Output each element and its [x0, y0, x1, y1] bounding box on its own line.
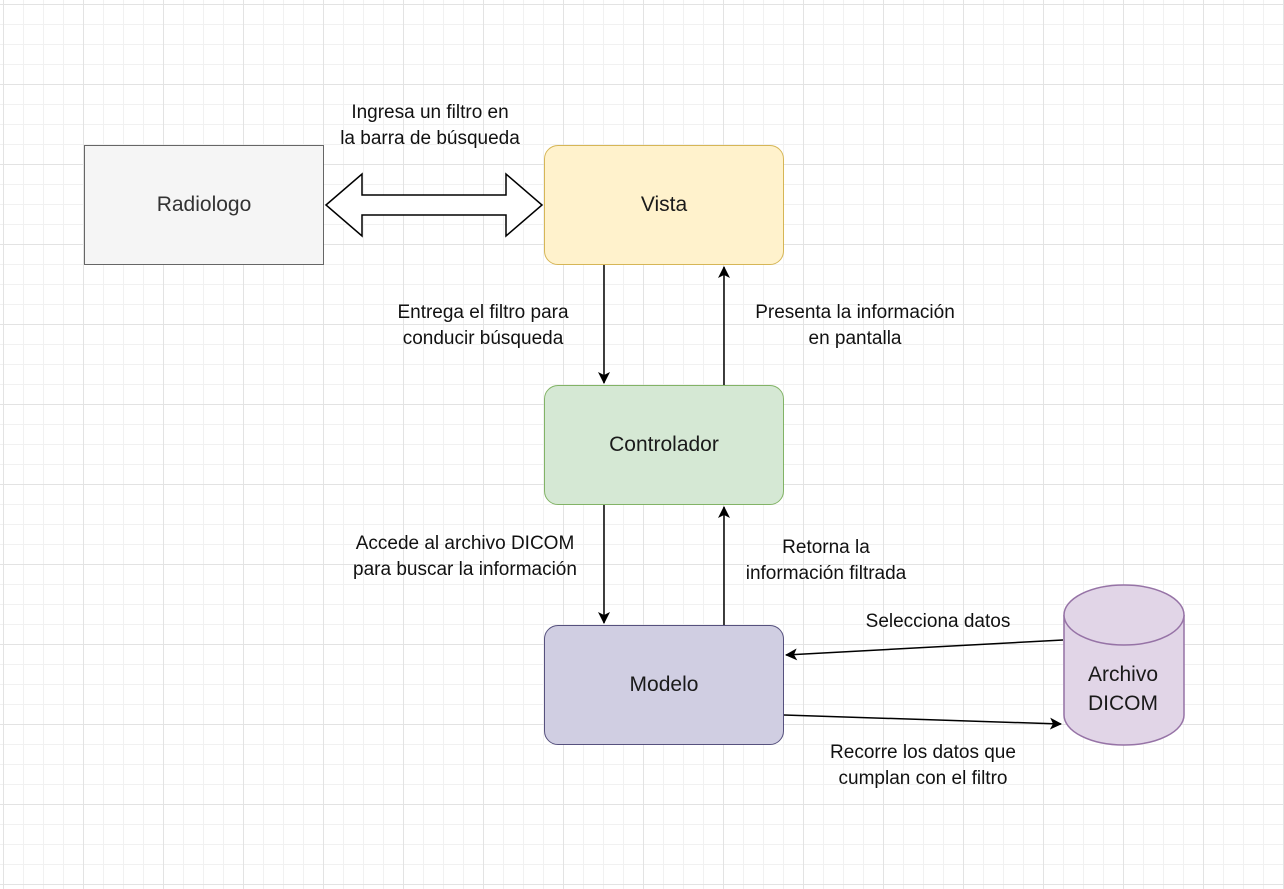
- modelo-node: Modelo: [544, 625, 784, 745]
- label-controlador-vista-line-2: en pantalla: [808, 328, 902, 349]
- label-controlador-modelo: Accede al archivo DICOM para buscar la i…: [330, 531, 600, 583]
- vista-node: Vista: [544, 145, 784, 265]
- label-vista-controlador-line-2: conducir búsqueda: [402, 328, 564, 349]
- controlador-label: Controlador: [609, 433, 719, 456]
- label-modelo-controlador-line-1: Retorna la: [782, 537, 870, 558]
- label-radiologo-vista: Ingresa un filtro en la barra de búsqued…: [310, 100, 550, 152]
- controlador-node: Controlador: [544, 385, 784, 505]
- label-vista-controlador: Entrega el filtro para conducir búsqueda: [363, 300, 603, 352]
- archivo-dicom-label-line-2: DICOM: [1088, 692, 1158, 715]
- label-radiologo-vista-line-1: Ingresa un filtro en: [351, 102, 509, 123]
- label-modelo-dicom-line-2: cumplan con el filtro: [838, 768, 1008, 789]
- radiologo-node: Radiologo: [84, 145, 324, 265]
- radiologo-vista-double-arrow: [324, 172, 544, 238]
- label-modelo-controlador: Retorna la información filtrada: [726, 535, 926, 587]
- label-controlador-vista-line-1: Presenta la información: [755, 302, 955, 323]
- archivo-dicom-label-line-1: Archivo: [1087, 663, 1159, 686]
- label-dicom-modelo: Selecciona datos: [838, 609, 1038, 635]
- label-vista-controlador-line-1: Entrega el filtro para: [397, 302, 569, 323]
- label-modelo-controlador-line-2: información filtrada: [745, 563, 907, 584]
- modelo-label: Modelo: [629, 673, 699, 696]
- label-controlador-modelo-line-2: para buscar la información: [353, 559, 577, 580]
- label-modelo-dicom-line-1: Recorre los datos que: [830, 742, 1016, 763]
- dicom-to-modelo-arrow: [785, 639, 1064, 661]
- label-radiologo-vista-line-2: la barra de búsqueda: [340, 128, 520, 149]
- radiologo-label: Radiologo: [156, 193, 252, 216]
- label-controlador-modelo-line-1: Accede al archivo DICOM: [355, 533, 575, 554]
- label-controlador-vista: Presenta la información en pantalla: [735, 300, 975, 352]
- modelo-to-dicom-arrow: [783, 714, 1062, 730]
- label-dicom-modelo-line-1: Selecciona datos: [865, 611, 1011, 632]
- archivo-dicom-cylinder: [1063, 584, 1185, 746]
- archivo-dicom-label: Archivo DICOM: [1063, 660, 1183, 718]
- label-modelo-dicom: Recorre los datos que cumplan con el fil…: [803, 740, 1043, 792]
- vista-label: Vista: [640, 193, 688, 216]
